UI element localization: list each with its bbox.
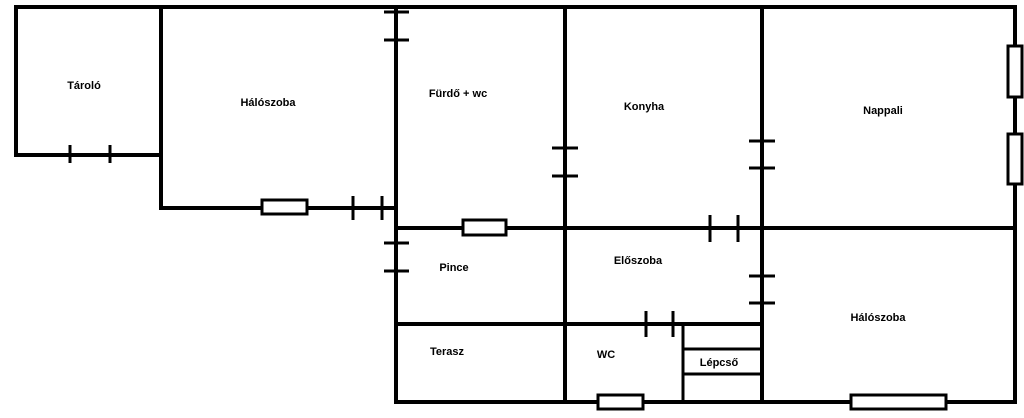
window-living-1 <box>1006 44 1024 99</box>
label-hall: Előszoba <box>614 255 663 267</box>
window-bedroom1 <box>260 198 309 216</box>
label-bedroom-1: Hálószoba <box>240 97 296 109</box>
door-cellar <box>384 241 409 273</box>
door-hall-bedroom2 <box>749 274 775 305</box>
walls <box>14 5 1017 404</box>
label-bedroom-2: Hálószoba <box>850 312 906 324</box>
room-labels: Tároló Hálószoba Fürdő + wc Konyha Nappa… <box>67 80 906 369</box>
door-bedroom1 <box>351 196 384 220</box>
label-stairs: Lépcső <box>700 357 739 369</box>
window-bedroom2 <box>849 393 948 411</box>
windows <box>260 44 1024 411</box>
label-bathroom: Fürdő + wc <box>429 88 487 100</box>
label-wc: WC <box>597 349 615 361</box>
label-living-room: Nappali <box>863 105 903 117</box>
label-terrace: Terasz <box>430 346 465 358</box>
doors <box>68 10 775 337</box>
stairs-lines <box>683 347 762 376</box>
window-wc <box>596 393 645 411</box>
wall-bedroom1-bottom <box>159 153 398 210</box>
label-cellar: Pince <box>439 262 468 274</box>
door-storage <box>68 145 112 163</box>
door-bathroom-top <box>384 10 409 42</box>
door-bathroom-kitchen <box>552 146 578 178</box>
door-hall-kitchen <box>708 215 740 242</box>
label-kitchen: Konyha <box>624 101 665 113</box>
window-living-2 <box>1006 132 1024 186</box>
door-kitchen-living <box>749 139 775 170</box>
window-bathroom <box>461 218 508 237</box>
door-wc <box>644 311 675 337</box>
label-storage: Tároló <box>67 80 101 92</box>
